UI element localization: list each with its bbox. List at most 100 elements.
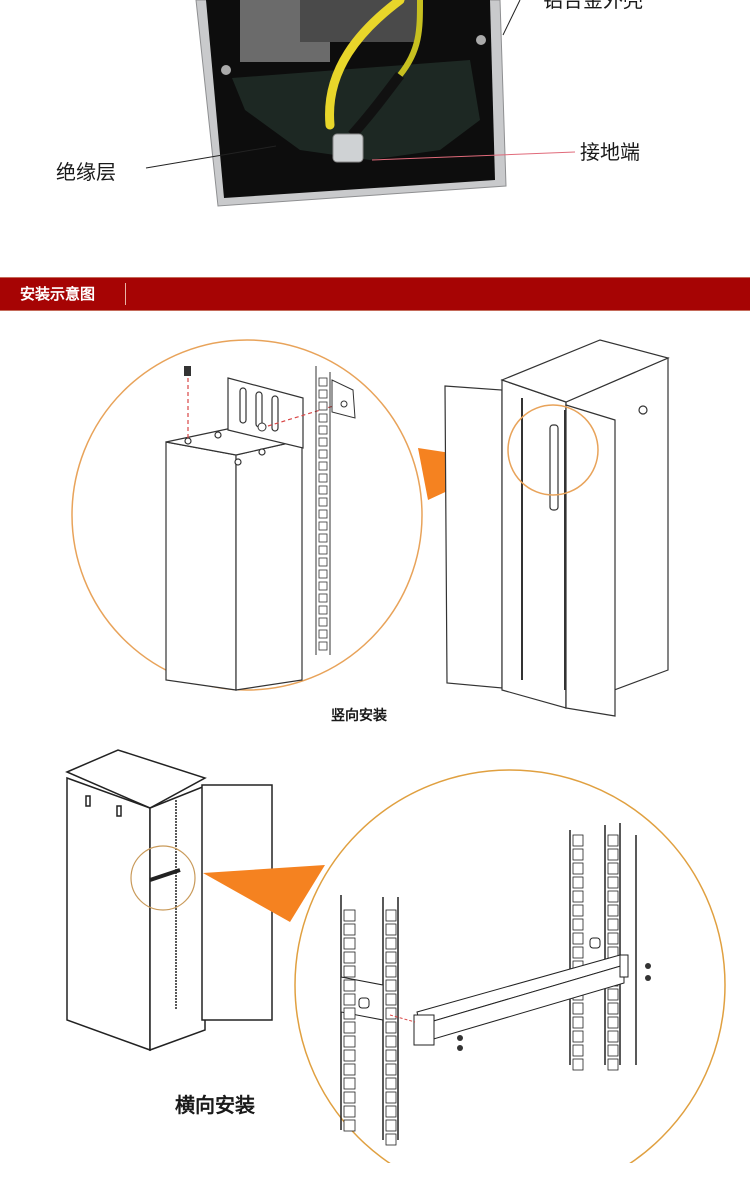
ground-nut — [332, 133, 364, 163]
rail-hole — [572, 890, 584, 903]
detail-circle — [294, 769, 726, 1190]
heat-shrink-tube — [348, 71, 404, 139]
rail-hole — [607, 1044, 619, 1057]
shell-pointer-line — [502, 0, 521, 36]
rail-hole — [385, 1007, 397, 1020]
horizontal-install-caption: 横向安装 — [175, 1093, 255, 1117]
horizontal-bar-small — [149, 868, 181, 882]
rail-hole — [385, 937, 397, 950]
right-rack-rail — [569, 823, 637, 1065]
screw-path — [389, 1014, 416, 1023]
screw-icon — [457, 1035, 463, 1041]
rail-hole — [572, 932, 584, 945]
rail-hole — [607, 848, 619, 861]
rail-hole — [607, 834, 619, 847]
rack-rail — [315, 366, 356, 655]
cabinet-highlight-circle — [130, 845, 196, 911]
rack-rail-holes — [343, 909, 397, 1146]
pdu-column — [165, 427, 303, 691]
label-shell: 铝合金外壳 — [543, 0, 643, 12]
rail-hole — [318, 425, 328, 435]
rail-hole — [572, 848, 584, 861]
rail-hole — [607, 876, 619, 889]
rail-hole — [343, 1119, 356, 1132]
ground-wire-2 — [397, 0, 423, 77]
label-insulation: 绝缘层 — [56, 160, 116, 184]
rail-hole — [385, 909, 397, 922]
screw — [476, 35, 486, 45]
rail-hole — [385, 1133, 397, 1146]
rail-hole — [318, 641, 328, 651]
rail-hole — [607, 988, 619, 1001]
bolt — [257, 422, 267, 432]
rail-hole — [318, 569, 328, 579]
section-banner: 安装示意图 — [0, 277, 750, 311]
rail-hole — [385, 1119, 397, 1132]
rail-hole — [385, 979, 397, 992]
rail-hole — [385, 923, 397, 936]
rail-hole — [607, 918, 619, 931]
rail-hole — [607, 1016, 619, 1029]
rail-hole — [318, 437, 328, 447]
rail-hole — [385, 951, 397, 964]
rail-hole — [385, 1049, 397, 1062]
screw-icon — [645, 963, 651, 969]
rail-hole — [318, 473, 328, 483]
banner-divider — [125, 283, 126, 305]
label-ground-terminal: 接地端 — [580, 140, 640, 164]
rail-hole — [318, 521, 328, 531]
screw-icon — [457, 1045, 463, 1051]
mounting-bracket — [184, 377, 304, 466]
rail-hole — [343, 1035, 356, 1048]
cabinet-vertical — [444, 339, 670, 717]
rail-hole — [343, 923, 356, 936]
vertical-install-caption: 竖向安装 — [331, 708, 387, 724]
rail-hole — [607, 1030, 619, 1043]
rail-hole — [343, 951, 356, 964]
rail-hole — [572, 904, 584, 917]
screw — [221, 65, 231, 75]
rail-hole — [318, 485, 328, 495]
pdu-horizontal — [413, 954, 629, 1046]
rail-hole — [385, 1105, 397, 1118]
rail-hole — [385, 1021, 397, 1034]
rail-hole — [572, 876, 584, 889]
zoom-arrow — [203, 865, 325, 922]
rail-hole — [572, 1016, 584, 1029]
rail-hole — [343, 1007, 356, 1020]
rail-hole — [607, 1058, 619, 1071]
cabinet-horizontal — [65, 749, 273, 1052]
insulation-pointer-line — [145, 145, 277, 169]
rail-hole — [607, 890, 619, 903]
cabinet-highlight-circle — [507, 404, 599, 496]
rail-hole — [343, 1021, 356, 1034]
rail-hole — [343, 1077, 356, 1090]
rail-hole — [318, 449, 328, 459]
rail-hole — [572, 1058, 584, 1071]
rail-hole — [318, 533, 328, 543]
rail-hole — [343, 1105, 356, 1118]
rail-hole — [318, 413, 328, 423]
rail-hole — [385, 1091, 397, 1104]
rack-rail-holes — [318, 377, 328, 651]
rail-hole — [607, 862, 619, 875]
vertical-install-svg — [71, 339, 670, 717]
rail-hole — [572, 834, 584, 847]
rail-hole — [318, 605, 328, 615]
rail-hole — [343, 1049, 356, 1062]
rail-hole — [318, 497, 328, 507]
rail-hole — [607, 1002, 619, 1015]
rail-hole — [385, 1035, 397, 1048]
rail-hole — [343, 979, 356, 992]
screw-icon — [184, 366, 191, 376]
rail-hole — [607, 932, 619, 945]
rail-hole — [572, 1002, 584, 1015]
ground-wire — [325, 0, 405, 130]
rail-hole — [385, 993, 397, 1006]
screw-icon — [645, 975, 651, 981]
rail-hole — [318, 593, 328, 603]
rail-hole — [318, 461, 328, 471]
rail-hole — [385, 965, 397, 978]
horizontal-install-svg — [65, 749, 750, 1190]
rail-hole — [318, 617, 328, 627]
